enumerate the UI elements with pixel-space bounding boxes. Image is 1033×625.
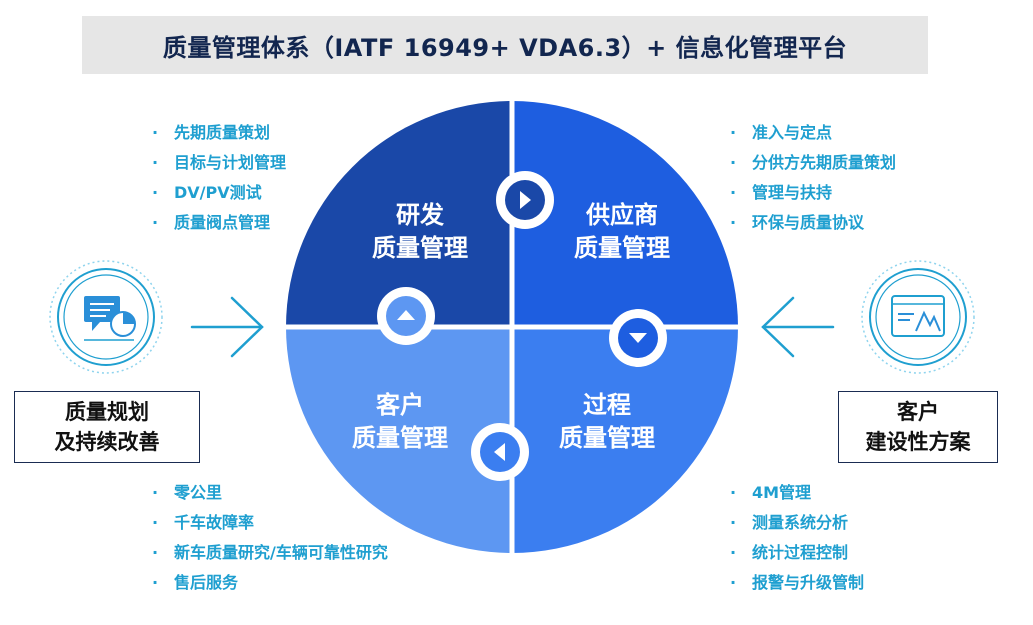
list-customer: 零公里 千车故障率 新车质量研究/车辆可靠性研究 售后服务 bbox=[152, 478, 388, 598]
quadrant-customer-title: 客户 bbox=[376, 391, 424, 419]
title-bar: 质量管理体系（IATF 16949+ VDA6.3）+ 信息化管理平台 bbox=[82, 16, 928, 74]
list-item: 零公里 bbox=[152, 478, 388, 508]
quadrant-customer bbox=[286, 327, 512, 553]
list-item: 质量阀点管理 bbox=[152, 208, 286, 238]
quadrant-customer-subtitle: 质量管理 bbox=[352, 424, 448, 452]
customer-solution-box: 客户 建设性方案 bbox=[838, 391, 998, 463]
play-up-icon bbox=[397, 310, 415, 320]
quadrant-process-title: 过程 bbox=[583, 391, 631, 419]
quadrant-supplier-title: 供应商 bbox=[585, 201, 658, 229]
planning-box-line2: 及持续改善 bbox=[54, 430, 160, 454]
list-item: 管理与扶持 bbox=[730, 178, 896, 208]
customer-solution-box-line2: 建设性方案 bbox=[865, 430, 971, 454]
quadrant-rd-title: 研发 bbox=[396, 201, 444, 229]
list-item: 4M管理 bbox=[730, 478, 864, 508]
connector-bottom bbox=[471, 423, 529, 481]
connector-top bbox=[496, 171, 554, 229]
page-title: 质量管理体系（IATF 16949+ VDA6.3）+ 信息化管理平台 bbox=[162, 33, 848, 62]
list-rd: 先期质量策划 目标与计划管理 DV/PV测试 质量阀点管理 bbox=[152, 118, 286, 238]
quadrant-process bbox=[512, 327, 738, 553]
list-item: 售后服务 bbox=[152, 568, 388, 598]
play-down-icon bbox=[629, 333, 647, 343]
quadrant-supplier-subtitle: 质量管理 bbox=[574, 234, 670, 262]
planning-box-line1: 质量规划 bbox=[65, 400, 149, 424]
arrow-left-icon bbox=[761, 296, 835, 358]
list-item: 先期质量策划 bbox=[152, 118, 286, 148]
list-item: 准入与定点 bbox=[730, 118, 896, 148]
list-item: 目标与计划管理 bbox=[152, 148, 286, 178]
list-item: 新车质量研究/车辆可靠性研究 bbox=[152, 538, 388, 568]
list-item: 分供方先期质量策划 bbox=[730, 148, 896, 178]
dashboard-monitor-icon bbox=[861, 260, 975, 374]
quadrant-rd-subtitle: 质量管理 bbox=[372, 234, 468, 262]
list-item: 统计过程控制 bbox=[730, 538, 864, 568]
list-process: 4M管理 测量系统分析 统计过程控制 报警与升级管制 bbox=[730, 478, 864, 598]
arrow-right-icon bbox=[190, 296, 264, 358]
quadrant-process-subtitle: 质量管理 bbox=[559, 424, 655, 452]
quadrant-supplier bbox=[512, 101, 738, 327]
report-chart-icon bbox=[49, 260, 163, 374]
list-item: 报警与升级管制 bbox=[730, 568, 864, 598]
connector-left bbox=[377, 287, 435, 345]
planning-box: 质量规划 及持续改善 bbox=[14, 391, 200, 463]
play-right-icon bbox=[520, 191, 531, 209]
list-supplier: 准入与定点 分供方先期质量策划 管理与扶持 环保与质量协议 bbox=[730, 118, 896, 238]
list-item: 测量系统分析 bbox=[730, 508, 864, 538]
list-item: 千车故障率 bbox=[152, 508, 388, 538]
list-item: DV/PV测试 bbox=[152, 178, 286, 208]
play-left-icon bbox=[494, 443, 505, 461]
quadrant-rd bbox=[286, 101, 512, 327]
list-item: 环保与质量协议 bbox=[730, 208, 896, 238]
connector-right bbox=[609, 309, 667, 367]
customer-solution-box-line1: 客户 bbox=[897, 400, 939, 424]
